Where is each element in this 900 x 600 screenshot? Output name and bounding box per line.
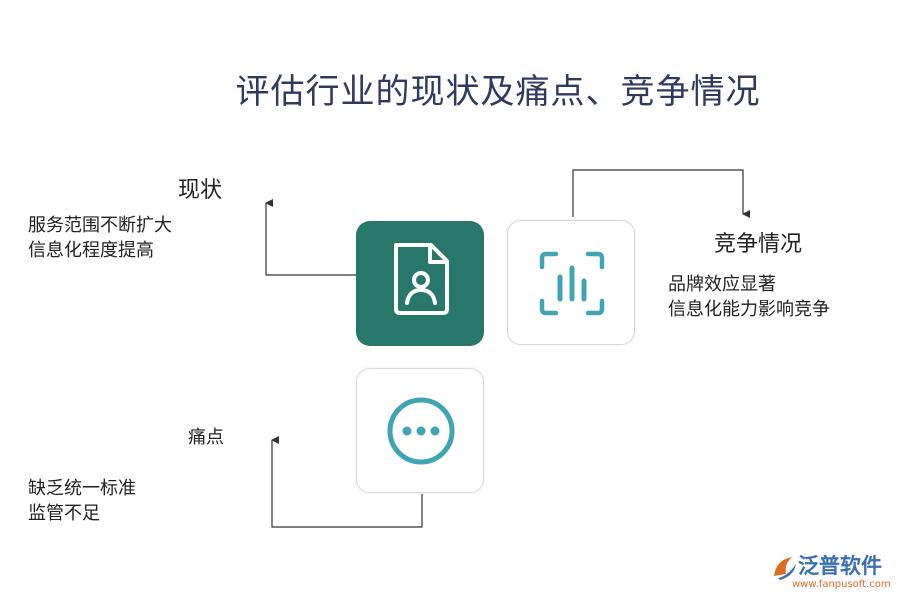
page-title: 评估行业的现状及痛点、竞争情况 — [235, 72, 761, 112]
competition-connector — [572, 169, 750, 218]
status-heading: 现状 — [178, 178, 223, 203]
pain-line-2: 监管不足 — [28, 503, 100, 524]
status-line-2: 信息化程度提高 — [28, 240, 154, 261]
pain-connector — [271, 436, 423, 528]
competition-line-2: 信息化能力影响竞争 — [668, 299, 830, 320]
more-dots-icon — [387, 397, 455, 465]
pain-heading: 痛点 — [188, 427, 224, 448]
status-card — [356, 221, 484, 346]
brand-logo-name: 泛普软件 — [798, 554, 882, 578]
pain-description: 缺乏统一标准 监管不足 — [28, 476, 136, 526]
brand-logo-url: www.fanpusoft.com — [792, 579, 891, 590]
pain-card — [356, 368, 484, 493]
competition-card — [507, 220, 635, 345]
competition-line-1: 品牌效应显著 — [668, 274, 776, 295]
brand-logo-icon — [774, 557, 796, 580]
bar-chart-icon — [539, 251, 605, 316]
status-description: 服务范围不断扩大 信息化程度提高 — [28, 213, 172, 263]
document-user-icon — [394, 243, 449, 315]
status-connector — [265, 199, 357, 276]
status-line-1: 服务范围不断扩大 — [28, 215, 172, 236]
pain-line-1: 缺乏统一标准 — [28, 478, 136, 499]
competition-description: 品牌效应显著 信息化能力影响竞争 — [668, 272, 830, 322]
competition-heading: 竞争情况 — [714, 232, 803, 257]
brand-logo: 泛普软件 www.fanpusoft.com — [770, 548, 895, 596]
